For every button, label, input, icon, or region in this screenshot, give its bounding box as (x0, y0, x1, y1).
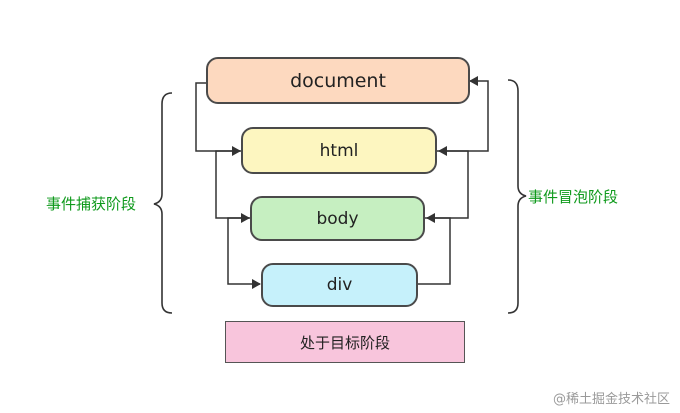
node-div: div (261, 263, 418, 307)
node-div-label: div (326, 275, 353, 295)
capture-phase-label: 事件捕获阶段 (46, 195, 137, 213)
capture-brace (153, 92, 173, 314)
bubble-arrow-html-document (436, 76, 489, 152)
node-document-label: document (290, 69, 386, 92)
node-body-label: body (316, 208, 359, 229)
node-html-label: html (319, 140, 359, 161)
node-body: body (250, 196, 425, 241)
watermark: @稀土掘金技术社区 (552, 392, 670, 407)
bubble-brace (507, 79, 527, 314)
capture-arrow-body-div (227, 217, 261, 289)
target-phase-label: 处于目标阶段 (299, 333, 390, 352)
bubble-phase-label: 事件冒泡阶段 (528, 188, 619, 206)
node-html: html (241, 127, 437, 174)
target-phase-box: 处于目标阶段 (225, 321, 465, 363)
node-document: document (206, 57, 470, 104)
